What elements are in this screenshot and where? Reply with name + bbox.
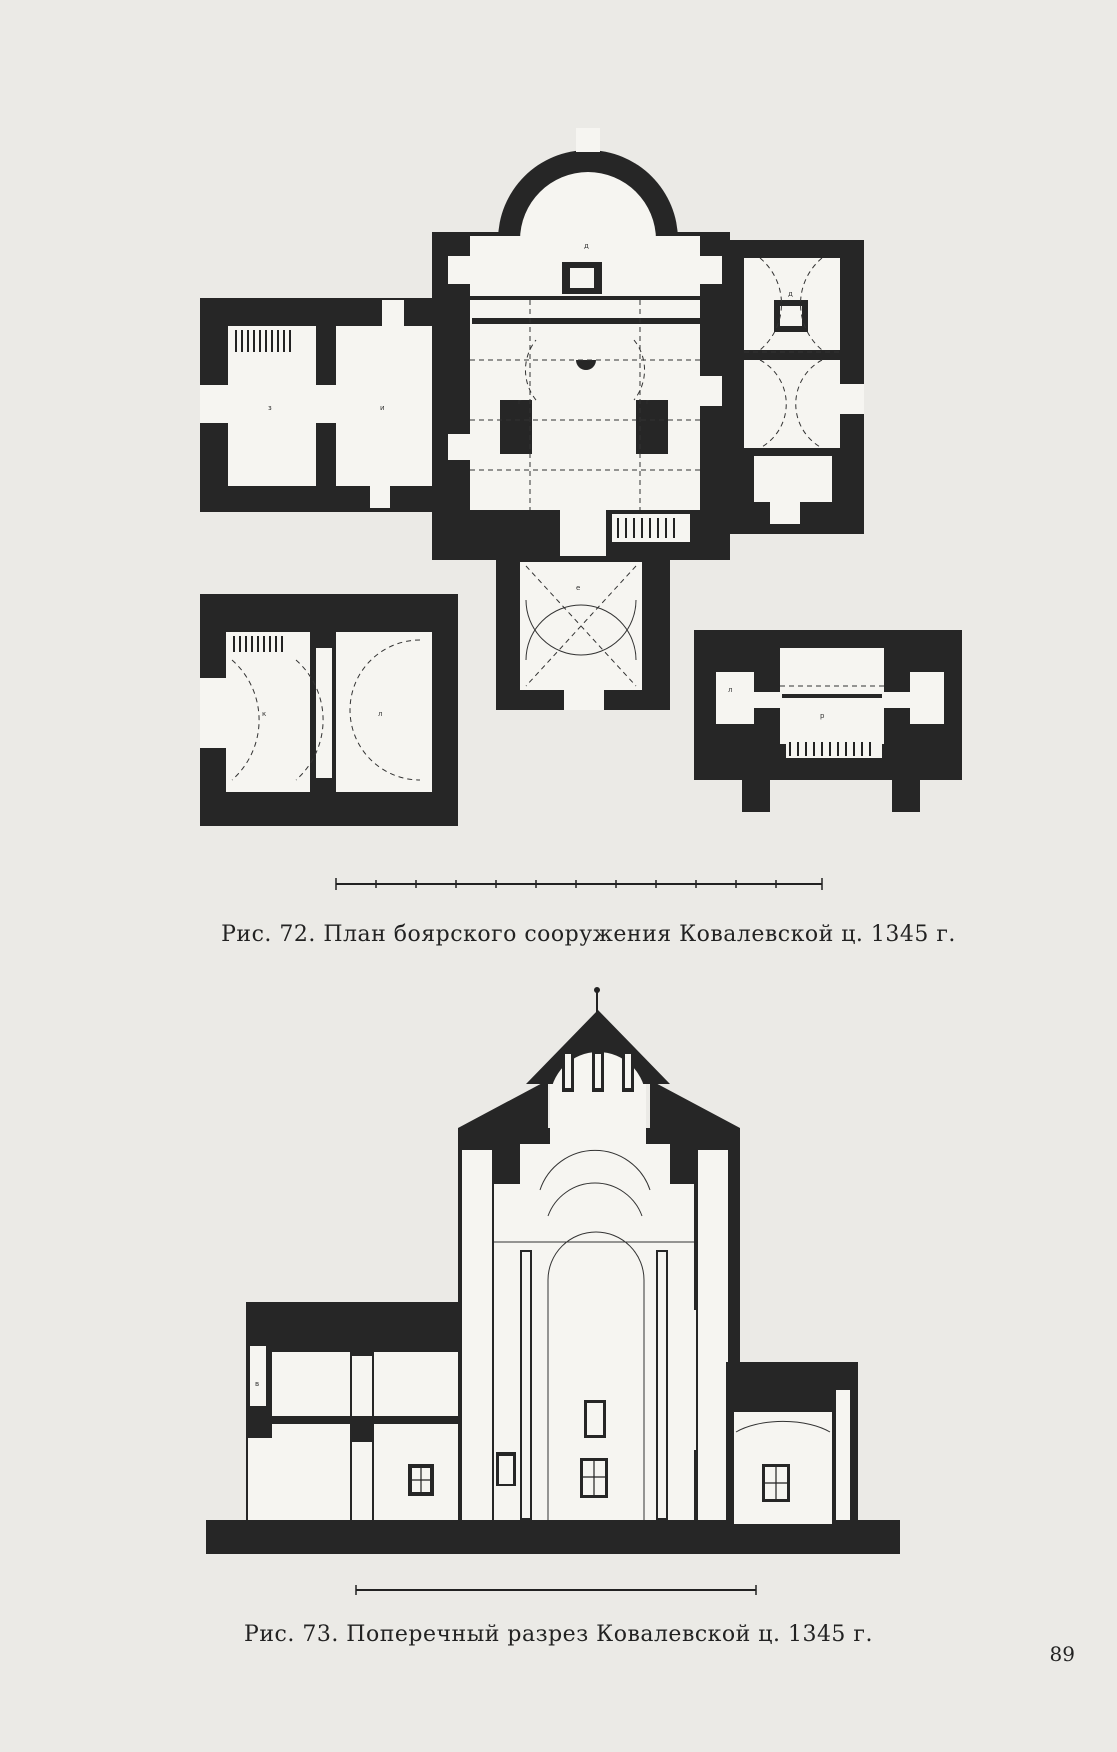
church-plan: д г г xyxy=(432,128,730,560)
svg-text:г: г xyxy=(518,398,522,406)
stair-hatching xyxy=(232,328,298,354)
svg-text:з: з xyxy=(268,404,272,412)
svg-text:л: л xyxy=(728,686,732,694)
west-annex-section: в xyxy=(246,1302,462,1520)
page-number: 89 xyxy=(1049,1642,1075,1666)
svg-text:к: к xyxy=(262,710,266,718)
east-annex-section xyxy=(726,1362,858,1524)
church-section xyxy=(458,987,740,1536)
cross-section-drawing: в xyxy=(206,987,900,1595)
floor-plan-drawing: з и д xyxy=(200,128,962,890)
west-annex-plan: з и xyxy=(200,298,442,512)
southeast-annex-plan: л р xyxy=(694,630,962,812)
scale-bar xyxy=(335,878,823,890)
figure-73-caption: Рис. 73. Поперечный разрез Ковалевской ц… xyxy=(244,1622,873,1647)
figure-72-caption: Рис. 72. План боярского сооружения Ковал… xyxy=(221,922,956,947)
southwest-annex-plan: к л xyxy=(200,594,458,826)
svg-text:д: д xyxy=(584,242,589,250)
svg-text:и: и xyxy=(380,404,385,412)
svg-text:р: р xyxy=(820,712,825,720)
narthex-plan: е xyxy=(496,556,670,710)
svg-text:л: л xyxy=(378,710,382,718)
svg-text:д: д xyxy=(788,290,793,298)
east-annex-plan: д xyxy=(730,240,864,534)
svg-text:г: г xyxy=(646,398,650,406)
section-scale-bar xyxy=(355,1585,757,1595)
svg-text:в: в xyxy=(255,1380,259,1388)
svg-text:е: е xyxy=(576,584,580,592)
